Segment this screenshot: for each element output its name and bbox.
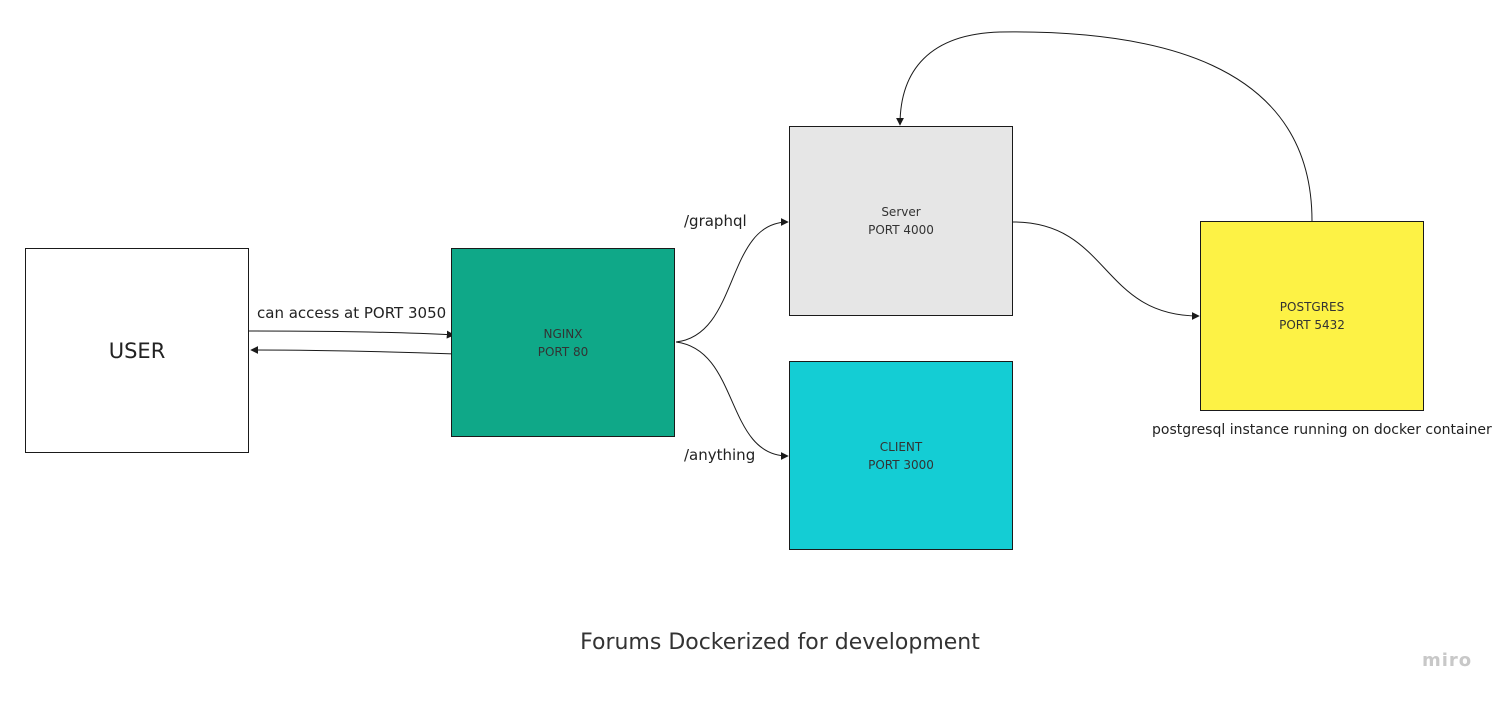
user-label: USER (108, 338, 166, 363)
edge-user-to-nginx[interactable] (248, 330, 455, 339)
postgres-name: POSTGRES (1279, 300, 1345, 314)
edge-nginx-to-client[interactable] (675, 341, 789, 460)
client-port: PORT 3000 (868, 457, 934, 472)
anything-route-label: /anything (684, 446, 756, 464)
graphql-route-label: /graphql (684, 212, 747, 230)
postgres-note: postgresql instance running on docker co… (1152, 422, 1492, 438)
client-node[interactable]: CLIENT PORT 3000 (789, 361, 1013, 550)
nginx-port: PORT 80 (537, 344, 589, 359)
edge-server-to-postgres[interactable] (1012, 221, 1200, 320)
nginx-name: NGINX (543, 326, 583, 341)
edge-nginx-to-server[interactable] (675, 218, 789, 343)
user-node[interactable]: USER (25, 248, 249, 453)
miro-watermark: miro (1422, 650, 1473, 671)
edge-postgres-to-server[interactable] (896, 31, 1313, 222)
edge-nginx-to-user[interactable] (250, 346, 457, 355)
server-port: PORT 4000 (868, 223, 934, 237)
server-node[interactable]: Server PORT 4000 (789, 126, 1013, 316)
user-nginx-edge-label: can access at PORT 3050 (257, 304, 447, 322)
diagram-title: Forums Dockerized for development (580, 630, 980, 655)
server-name: Server (881, 205, 921, 219)
postgres-node[interactable]: POSTGRES PORT 5432 (1200, 221, 1424, 411)
nginx-node[interactable]: NGINX PORT 80 (451, 248, 675, 437)
client-name: CLIENT (879, 439, 923, 454)
postgres-port: PORT 5432 (1279, 318, 1345, 332)
